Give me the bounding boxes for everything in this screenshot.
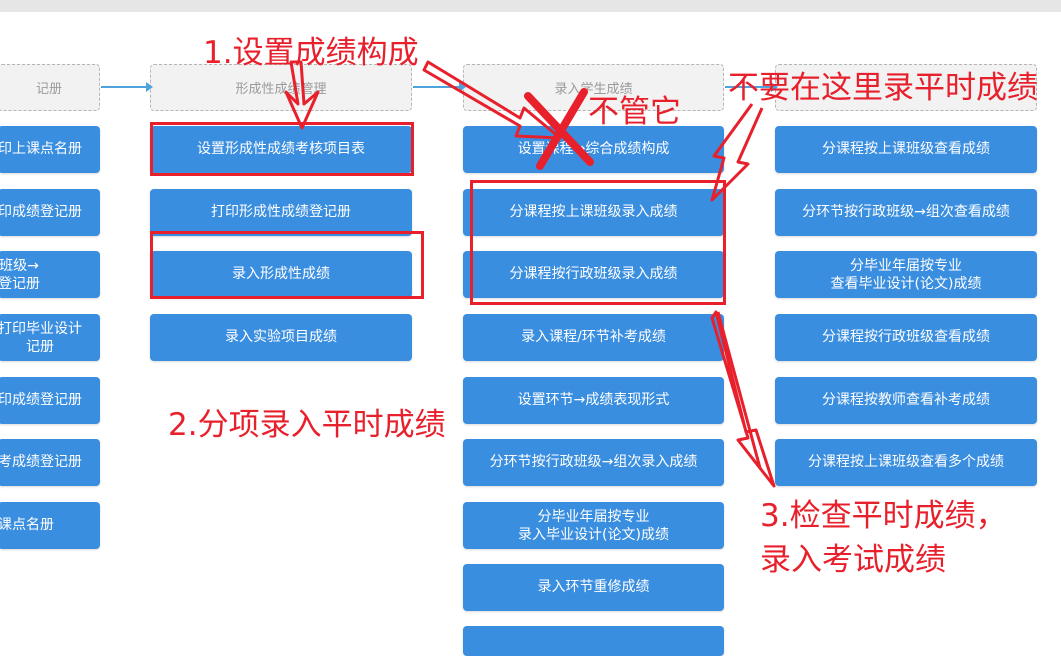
print-grade-register-2-button[interactable]: 印成绩登记册 [0,377,100,424]
print-grade-register-button[interactable]: 印成绩登记册 [0,189,100,236]
enter-thesis-scores-button[interactable]: 分毕业年届按专业 录入毕业设计(论文)成绩 [463,502,724,549]
arrow-step1-down [284,60,320,130]
view-by-course-class-button[interactable]: 分课程按上课班级查看成绩 [775,126,1037,173]
set-formative-items-button[interactable]: 设置形成性成绩考核项目表 [150,126,412,173]
column-header-view-scores [775,64,1037,111]
annotation-ignore: 不管它 [588,94,681,130]
print-formative-register-button[interactable]: 打印形成性成绩登记册 [150,189,412,236]
enter-by-admin-class-button[interactable]: 分课程按行政班级录入成绩 [463,251,724,298]
set-course-composition-button[interactable]: 设置课程→综合成绩构成 [463,126,724,173]
flow-connector-3 [725,82,778,92]
flow-connector-1 [101,82,153,92]
highlight-box-set-items [150,122,414,176]
enter-retake-scores-button[interactable]: 录入环节重修成绩 [463,564,724,611]
print-attendance-register-button[interactable]: 印上课点名册 [0,126,100,173]
enter-segment-group-button[interactable]: 分环节按行政班级→组次录入成绩 [463,439,724,486]
arrow-step3-shaft [716,311,762,469]
view-thesis-scores-button[interactable]: 分毕业年届按专业 查看毕业设计(论文)成绩 [775,251,1037,298]
set-segment-display-button[interactable]: 设置环节→成绩表现形式 [463,377,724,424]
arrow-step1-right [422,60,562,140]
annotation-warning: 不要在这里录平时成绩 [728,70,1038,106]
annotation-step1: 1.设置成绩构成 [203,35,419,71]
enter-makeup-scores-button[interactable]: 录入课程/环节补考成绩 [463,314,724,361]
highlight-box-enter-scores [470,180,726,305]
attendance-register-button[interactable]: 课点名册 [0,502,100,549]
enter-lab-scores-button[interactable]: 录入实验项目成绩 [150,314,412,361]
enter-by-course-class-button[interactable]: 分课程按上课班级录入成绩 [463,189,724,236]
enter-formative-scores-button[interactable]: 录入形成性成绩 [150,251,412,298]
top-bar [0,0,1061,12]
class-grade-register-button[interactable]: 班级→ 登记册 [0,251,100,298]
makeup-grade-register-button[interactable]: 考成绩登记册 [0,439,100,486]
x-mark-line-2 [536,88,588,170]
annotation-step2: 2.分项录入平时成绩 [168,407,446,443]
column-header-register: 记册 [0,64,100,111]
flow-connector-2 [413,82,466,92]
view-segment-group-button[interactable]: 分环节按行政班级→组次查看成绩 [775,189,1037,236]
arrow-warning [710,103,764,202]
view-by-admin-class-button[interactable]: 分课程按行政班级查看成绩 [775,314,1037,361]
annotation-step3: 3.检查平时成绩， 录入考试成绩 [760,498,1007,578]
print-thesis-register-button[interactable]: 打印毕业设计 记册 [0,314,100,361]
highlight-box-enter-formative [150,231,424,299]
view-makeup-by-teacher-button[interactable]: 分课程按教师查看补考成绩 [775,377,1037,424]
view-multiple-scores-button[interactable]: 分课程按上课班级查看多个成绩 [775,439,1037,486]
arrow-step3-down [710,310,776,488]
